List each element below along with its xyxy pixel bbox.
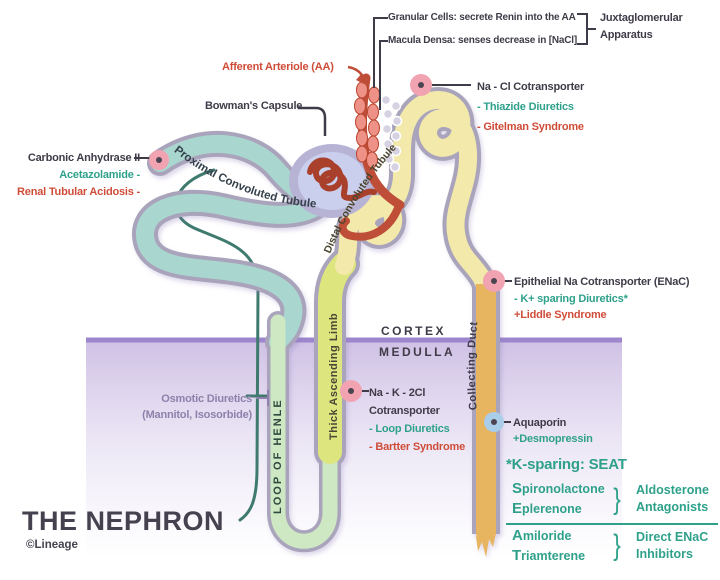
enac-disease: +Liddle Syndrome <box>514 309 607 321</box>
seat-label-line: Inhibitors <box>636 546 693 561</box>
nak2cl-name-line1: Na - K - 2Cl <box>369 387 426 399</box>
granular-cells-dots <box>354 81 380 169</box>
copyright-credit: ©Lineage <box>26 539 78 551</box>
svg-text:LOOP OF HENLE: LOOP OF HENLE <box>272 398 284 514</box>
enac-name: Epithelial Na Cotransporter (ENaC) <box>514 276 690 288</box>
aquaporin-annotation: Aquaporin +Desmopressin <box>513 415 593 447</box>
loop-of-henle-tube <box>270 314 338 549</box>
nacl-drug: - Thiazide Diuretics <box>477 101 574 113</box>
seat-label-line: Aldosterone <box>636 483 709 498</box>
annotation-lines <box>134 13 596 423</box>
seat-group-enac: Amiloride Triamterene } Direct ENaC Inhi… <box>506 522 718 570</box>
seat-brace: } <box>613 529 621 563</box>
nacl-disease: - Gitelman Syndrome <box>477 121 584 133</box>
osmotic-line2: (Mannitol, Isosorbide) <box>142 409 252 421</box>
osmotic-pointer <box>256 390 269 406</box>
proximal-tubule-lower <box>136 193 329 351</box>
osmotic-annotation: Osmotic Diuretics (Mannitol, Isosorbide) <box>60 391 252 423</box>
seat-brace: } <box>613 482 621 516</box>
medulla-label: MEDULLA <box>379 345 456 359</box>
afferent-arrowhead <box>356 73 368 86</box>
collecting-duct-torn-end <box>476 533 496 557</box>
cortex-label: CORTEX <box>381 324 447 338</box>
aquaporin-drug: +Desmopressin <box>513 433 593 445</box>
nak2cl-disease: - Bartter Syndrome <box>369 441 466 453</box>
glomerulus-capillary-squiggle <box>307 157 377 202</box>
seat-drug: Triamterene <box>512 546 586 564</box>
macula-densa-pointer <box>379 40 388 110</box>
jga-bracket <box>577 13 596 45</box>
carbonic-name: Carbonic Anhydrase II <box>27 152 140 164</box>
jga-label-line2: Apparatus <box>600 29 653 41</box>
carbonic-drug: Acetazolamide - <box>59 169 140 181</box>
macula-densa-dots <box>380 94 403 173</box>
seat-drug: Spironolactone <box>512 480 605 497</box>
svg-text:Thick Ascending Limb: Thick Ascending Limb <box>328 313 340 440</box>
site-markers <box>149 74 505 432</box>
carbonic-disease: Renal Tubular Acidosis - <box>17 186 140 198</box>
thick-ascending-limb-label: Thick Ascending Limb <box>328 313 340 440</box>
seat-label-line: Direct ENaC <box>636 529 709 544</box>
osmotic-line1: Osmotic Diuretics <box>161 393 252 405</box>
jga-label-line1: Juxtaglomerular <box>600 12 683 24</box>
seat-label-line: Antagonists <box>636 500 709 515</box>
medulla-gradient-band <box>86 342 622 558</box>
seat-title: *K-sparing: SEAT <box>506 456 627 473</box>
macula-densa-label: Macula Densa: senses decrease in [NaCl] <box>388 35 577 46</box>
afferent-arteriole-label: Afferent Arteriole (AA) <box>222 61 334 73</box>
svg-text:Collecting Duct: Collecting Duct <box>466 321 481 411</box>
seat-drug: Eplerenone <box>512 500 582 518</box>
seat-group-aldosterone: Spironolactone Eplerenone } Aldosterone … <box>506 478 718 523</box>
aquaporin-name: Aquaporin <box>513 417 567 429</box>
page-title: THE NEPHRON <box>22 506 225 536</box>
loop-of-henle-label: LOOP OF HENLE <box>272 398 282 514</box>
nak2cl-name-line2: Cotransporter <box>369 405 440 417</box>
efferent-arteriole-tube <box>338 204 402 241</box>
granular-cells-pointer <box>373 17 388 88</box>
seat-drug: Amiloride <box>512 526 572 544</box>
carbonic-annotation: Carbonic Anhydrase II Acetazolamide - Re… <box>0 150 140 201</box>
bowmans-capsule-label: Bowman's Capsule <box>205 100 303 112</box>
collecting-duct-label: Collecting Duct <box>466 321 480 411</box>
enac-drug: - K+ sparing Diuretics* <box>514 292 628 305</box>
k-sparing-seat-table: *K-sparing: SEAT Spironolactone Eplereno… <box>506 456 718 569</box>
nak2cl-drug: - Loop Diuretics <box>369 423 450 435</box>
bowmans-capsule-pointer <box>298 106 327 136</box>
nak2cl-annotation: Na - K - 2Cl Cotransporter - Loop Diuret… <box>369 384 465 456</box>
granular-cells-label: Granular Cells: secrete Renin into the A… <box>388 12 576 23</box>
nacl-name: Na - Cl Cotransporter <box>477 81 585 93</box>
nacl-annotation: Na - Cl Cotransporter - Thiazide Diureti… <box>477 77 584 137</box>
enac-annotation: Epithelial Na Cotransporter (ENaC) - K+ … <box>514 274 690 324</box>
